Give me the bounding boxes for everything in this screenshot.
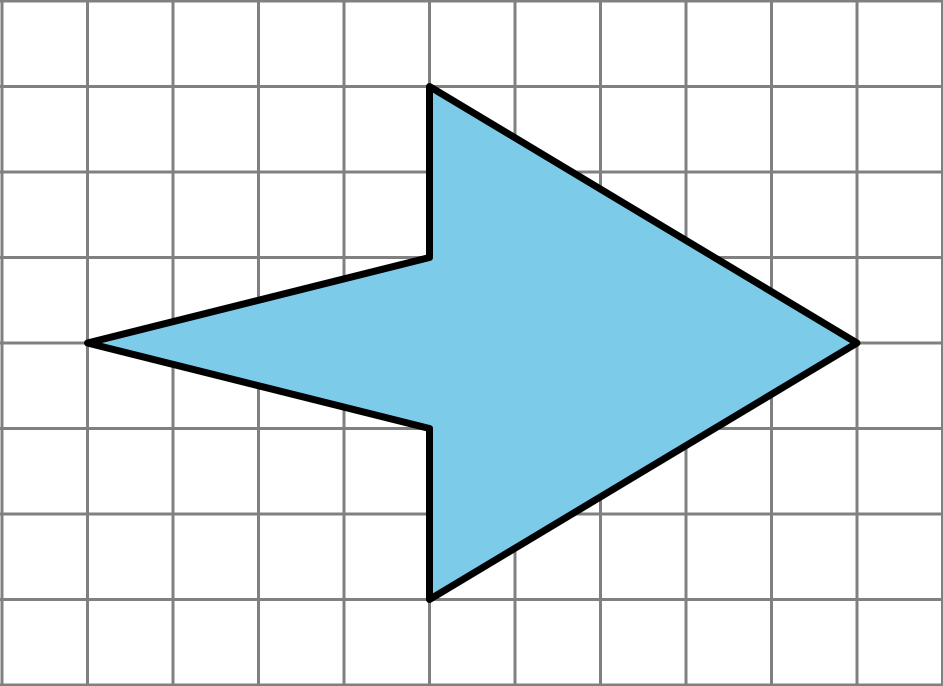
arrow-shape (84, 83, 861, 603)
